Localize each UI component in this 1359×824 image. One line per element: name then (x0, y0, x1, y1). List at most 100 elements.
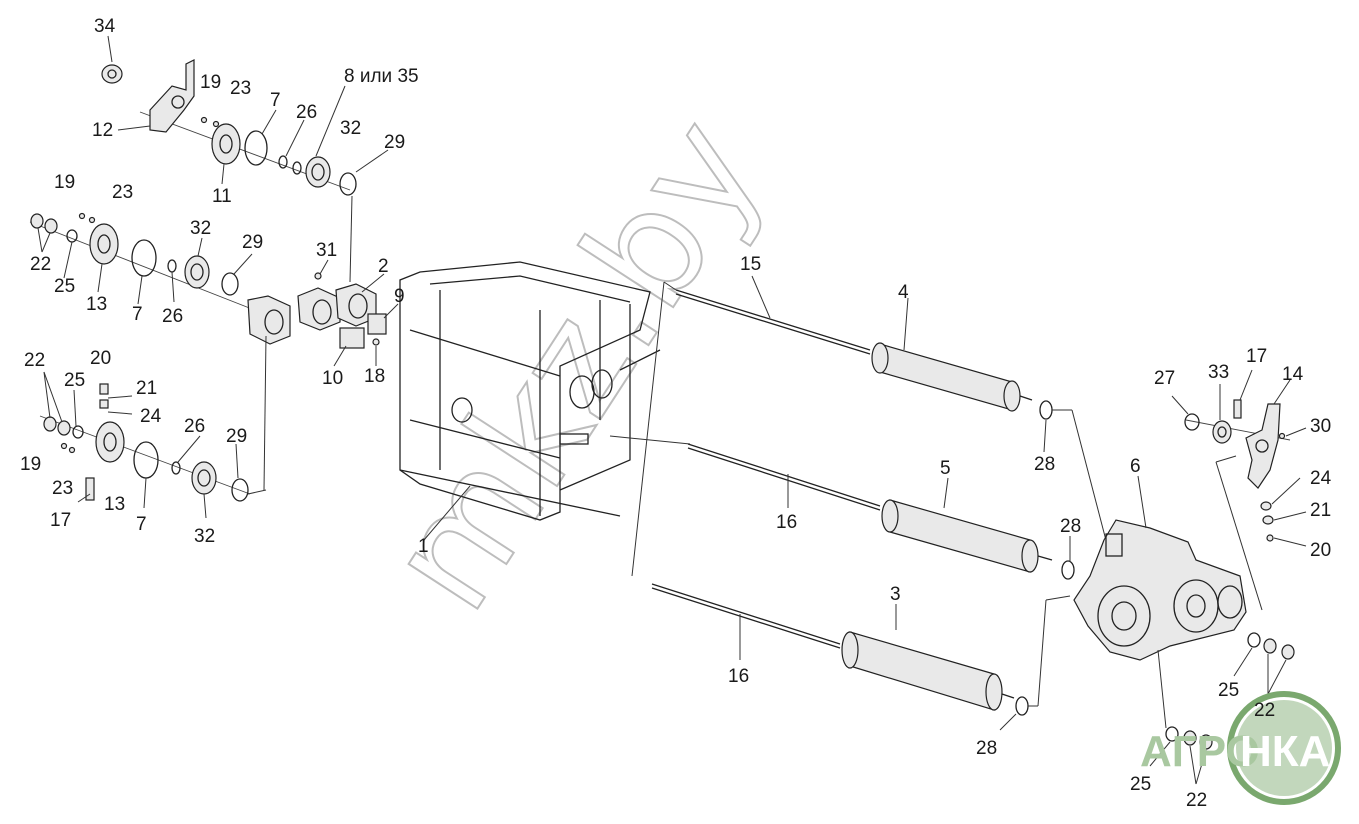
part-32-bearing (184, 255, 210, 289)
gearbox-link-lines (1028, 409, 1109, 707)
callout: 17 (50, 510, 71, 531)
callout: 20 (1310, 540, 1331, 561)
callout: 22 (1254, 700, 1275, 721)
part-16-shaft-roller-3 (651, 583, 1029, 731)
callout: 21 (136, 378, 157, 399)
part-13-flange (95, 421, 125, 463)
callout: 32 (190, 218, 211, 239)
callout: 6 (1130, 456, 1141, 477)
callout: 23 (52, 478, 73, 499)
top-left-bearing-group (101, 35, 389, 283)
callout: 7 (270, 90, 281, 111)
part-5-roller (889, 499, 1031, 573)
part-16-shaft-roller-5 (687, 443, 1075, 580)
part-27-ring (1184, 413, 1200, 431)
callout: 25 (64, 370, 85, 391)
callout: 21 (1310, 500, 1331, 521)
callout: 23 (230, 78, 251, 99)
callout: 29 (242, 232, 263, 253)
callout: 13 (104, 494, 125, 515)
part-7-gasket (131, 239, 157, 277)
callout: 28 (1060, 516, 1081, 537)
part-28-ring (1061, 560, 1075, 580)
part-29-ring (339, 172, 357, 196)
part-17-pin (1233, 399, 1242, 419)
callout: 34 (94, 16, 116, 37)
agronka-logo: АГРО НКА (1140, 691, 1341, 805)
logo-text-right: НКА (1240, 727, 1330, 776)
callout: 4 (898, 282, 909, 303)
callout: 7 (136, 514, 147, 535)
callout: 22 (1186, 790, 1207, 811)
callout: 29 (384, 132, 405, 153)
callout: 13 (86, 294, 107, 315)
watermark: mkz.by (354, 89, 796, 639)
callout: 18 (364, 366, 385, 387)
part-13-flange (89, 223, 119, 265)
part-9-plate (367, 313, 387, 335)
part-34-nut (101, 64, 123, 84)
callout: 29 (226, 426, 247, 447)
logo-text-left: АГРО (1140, 727, 1260, 776)
callout: 17 (1246, 346, 1267, 367)
part-22-nut (30, 213, 44, 229)
part-4-roller (879, 343, 1013, 411)
callout: 22 (30, 254, 51, 275)
part-14-bracket (1245, 403, 1281, 489)
part-17-pin (85, 477, 95, 501)
part-28-ring (1039, 400, 1053, 420)
part-25-washer (66, 229, 78, 243)
callout: 16 (728, 666, 749, 687)
right-bracket-group (1149, 369, 1307, 785)
callout: 1 (418, 536, 429, 557)
part-7-gasket (244, 130, 268, 166)
alignment-lines (609, 281, 691, 577)
callout: 26 (296, 102, 317, 123)
callout: 26 (162, 306, 183, 327)
part-29-ring (221, 272, 239, 296)
callout: 3 (890, 584, 901, 605)
callout: 27 (1154, 368, 1175, 389)
part-12-bracket (149, 59, 195, 133)
part-28-ring (1015, 696, 1029, 716)
part-11-flange (211, 123, 241, 165)
part-bearing-housing (247, 295, 291, 345)
part-10-plate (339, 327, 365, 349)
callout: 2 (378, 256, 389, 277)
callout: 14 (1282, 364, 1304, 385)
callout: 22 (24, 350, 45, 371)
callout: 32 (194, 526, 215, 547)
part-15-shaft-roller-4 (675, 275, 1053, 453)
callout: 26 (184, 416, 205, 437)
callout: 33 (1208, 362, 1229, 383)
callout: 32 (340, 118, 361, 139)
callout: 30 (1310, 416, 1331, 437)
callout: 19 (20, 454, 41, 475)
callout: 31 (316, 240, 337, 261)
part-3-roller (849, 631, 995, 711)
callout: 20 (90, 348, 111, 369)
callout: 25 (1218, 680, 1239, 701)
callout-labels: 34 19 23 12 11 7 26 8 или 35 32 29 19 23… (20, 16, 1332, 811)
part-33-bearing (1212, 420, 1232, 444)
callout: 12 (92, 120, 113, 141)
callout: 9 (394, 286, 405, 307)
callout: 19 (200, 72, 221, 93)
callout: 25 (54, 276, 75, 297)
bottom-left-bearing-group (39, 371, 267, 519)
callout: 5 (940, 458, 951, 479)
callout: 23 (112, 182, 133, 203)
callout: 10 (322, 368, 343, 389)
callout: 28 (976, 738, 997, 759)
callout: 19 (54, 172, 75, 193)
callout: 28 (1034, 454, 1055, 475)
callout: 24 (140, 406, 162, 427)
callout: 24 (1310, 468, 1332, 489)
part-1-frame (399, 261, 661, 541)
callout: 8 или 35 (344, 66, 419, 87)
callout: 25 (1130, 774, 1151, 795)
part-32-bearing (305, 156, 331, 188)
callout: 15 (740, 254, 761, 275)
